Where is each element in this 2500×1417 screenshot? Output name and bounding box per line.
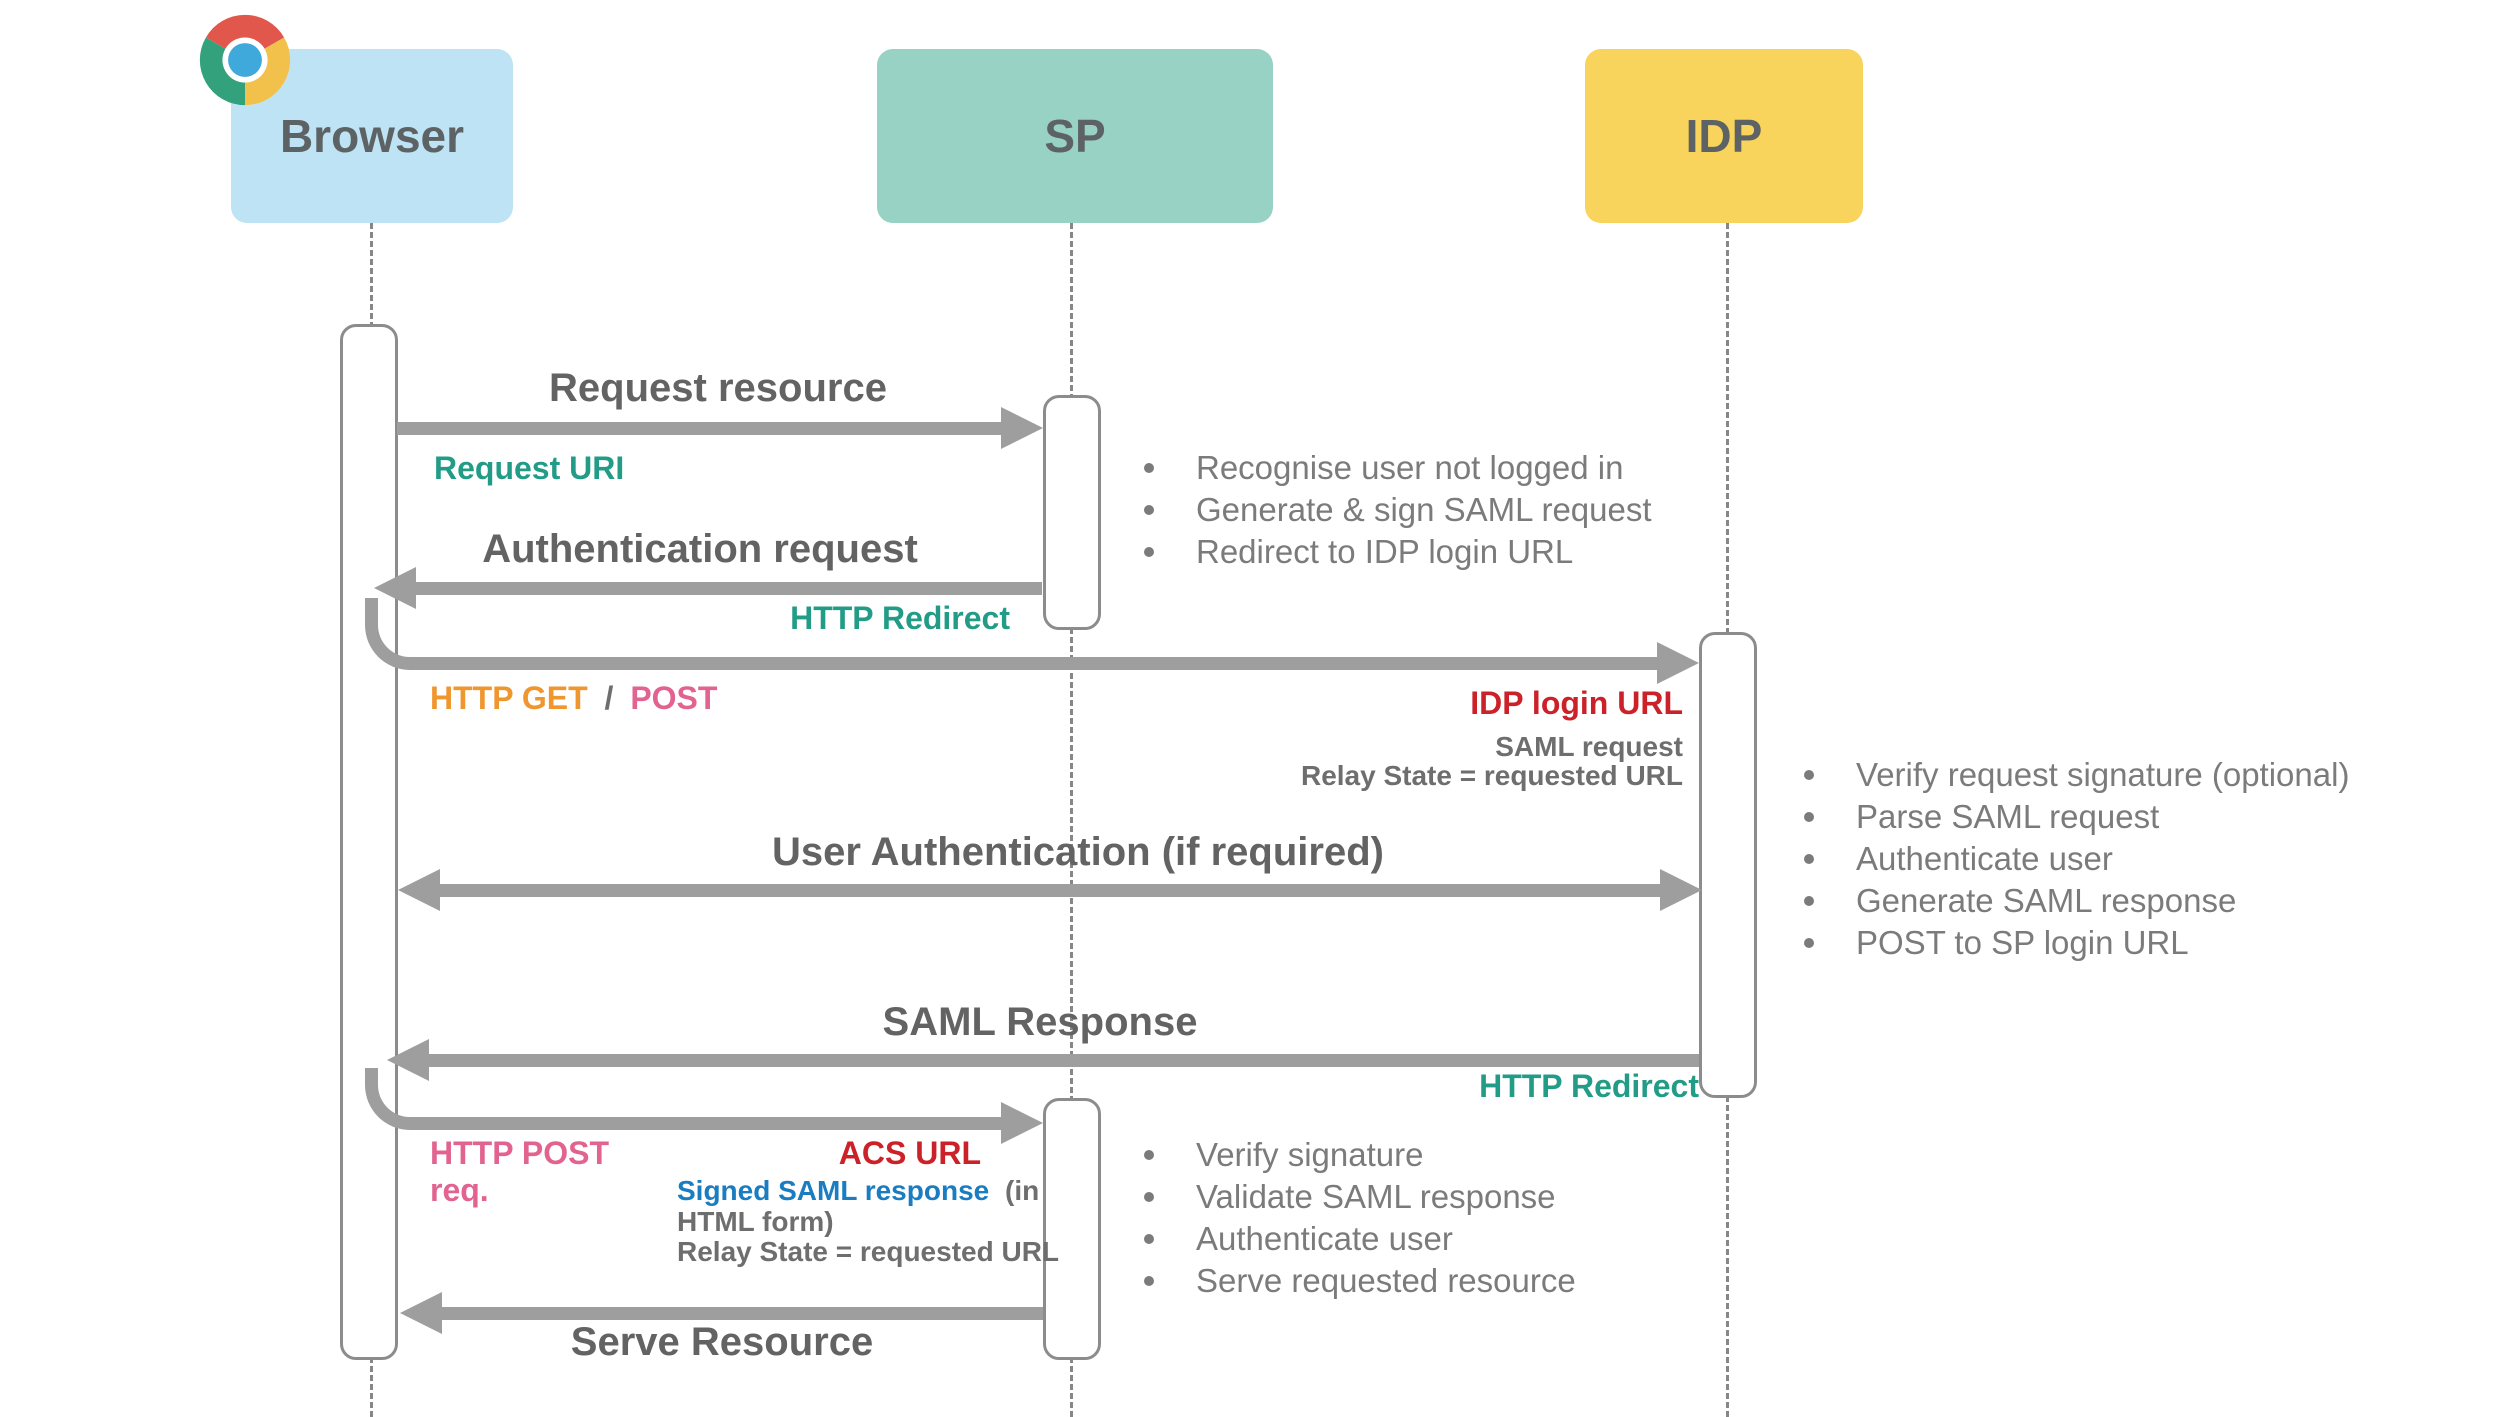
activation-browser xyxy=(340,324,398,1360)
note-item: Verify request signature (optional) xyxy=(1800,754,2349,796)
label-request-uri: Request URI xyxy=(434,450,625,486)
label-saml-request: SAML request xyxy=(1495,731,1683,762)
note-item: Generate SAML response xyxy=(1800,880,2349,922)
note-idp: Verify request signature (optional) Pars… xyxy=(1800,754,2349,964)
note-item: Authenticate user xyxy=(1140,1218,1576,1260)
lifeline-sp xyxy=(1070,223,1073,1417)
note-sp-second: Verify signature Validate SAML response … xyxy=(1140,1134,1576,1302)
chrome-icon xyxy=(199,14,291,106)
arrowhead-request-resource xyxy=(1001,407,1043,449)
actor-box-sp: SP xyxy=(877,49,1273,223)
label-acs-url: ACS URL xyxy=(838,1135,981,1171)
label-in-html-1: (in xyxy=(1005,1175,1040,1206)
note-item: Generate & sign SAML request xyxy=(1140,489,1652,531)
label-idp-login-url: IDP login URL xyxy=(1470,685,1683,721)
label-http-get-post: HTTP GET / POST xyxy=(430,680,717,717)
label-post: POST xyxy=(630,680,718,716)
label-signed-saml: Signed SAML response xyxy=(677,1175,990,1206)
arrow-user-auth xyxy=(436,884,1664,897)
label-slash: / xyxy=(604,680,614,716)
arrow-serve-resource xyxy=(442,1307,1043,1320)
arrow-request-resource xyxy=(397,422,1003,435)
label-in-html-2: HTML form) xyxy=(677,1206,834,1237)
label-http-post: HTTP POST xyxy=(430,1135,609,1171)
arrowhead-user-auth-left xyxy=(398,869,440,911)
label-http-redirect-1: HTTP Redirect xyxy=(790,600,1010,636)
activation-idp xyxy=(1699,632,1757,1098)
label-saml-response: SAML Response xyxy=(882,1000,1198,1044)
arrowhead-post-to-sp xyxy=(1001,1102,1043,1144)
note-sp-first: Recognise user not logged in Generate & … xyxy=(1140,447,1652,573)
actor-label-idp: IDP xyxy=(1685,110,1763,162)
label-auth-request: Authentication request xyxy=(482,527,918,571)
label-relay-state-2: Relay State = requested URL xyxy=(677,1236,1060,1267)
activation-sp-2 xyxy=(1043,1098,1101,1360)
arrow-saml-response xyxy=(427,1054,1699,1067)
arrowhead-serve-resource xyxy=(400,1292,442,1334)
arrow-auth-request xyxy=(414,582,1042,595)
note-item: Authenticate user xyxy=(1800,838,2349,880)
note-item: Recognise user not logged in xyxy=(1140,447,1652,489)
label-http-get: HTTP GET xyxy=(430,680,588,716)
label-http-redirect-2: HTTP Redirect xyxy=(1479,1068,1699,1104)
actor-label-sp: SP xyxy=(1044,110,1106,162)
label-signed-saml-line: Signed SAML response (in xyxy=(677,1175,1039,1207)
actor-box-idp: IDP xyxy=(1585,49,1863,223)
label-user-auth: User Authentication (if required) xyxy=(772,830,1384,874)
label-req: req. xyxy=(430,1172,489,1208)
note-item: Verify signature xyxy=(1140,1134,1576,1176)
note-item: Parse SAML request xyxy=(1800,796,2349,838)
connector-redirect-to-idp xyxy=(365,598,1659,670)
actor-label-browser: Browser xyxy=(279,110,465,162)
activation-sp-1 xyxy=(1043,395,1101,630)
arrowhead-redirect-to-idp xyxy=(1657,642,1699,684)
connector-post-to-sp xyxy=(365,1068,1002,1130)
label-relay-state-1: Relay State = requested URL xyxy=(1300,760,1683,791)
note-item: Redirect to IDP login URL xyxy=(1140,531,1652,573)
note-item: POST to SP login URL xyxy=(1800,922,2349,964)
arrowhead-user-auth-right xyxy=(1660,869,1702,911)
label-request-resource: Request resource xyxy=(549,366,887,410)
note-item: Validate SAML response xyxy=(1140,1176,1576,1218)
label-serve-resource: Serve Resource xyxy=(570,1320,874,1364)
note-item: Serve requested resource xyxy=(1140,1260,1576,1302)
